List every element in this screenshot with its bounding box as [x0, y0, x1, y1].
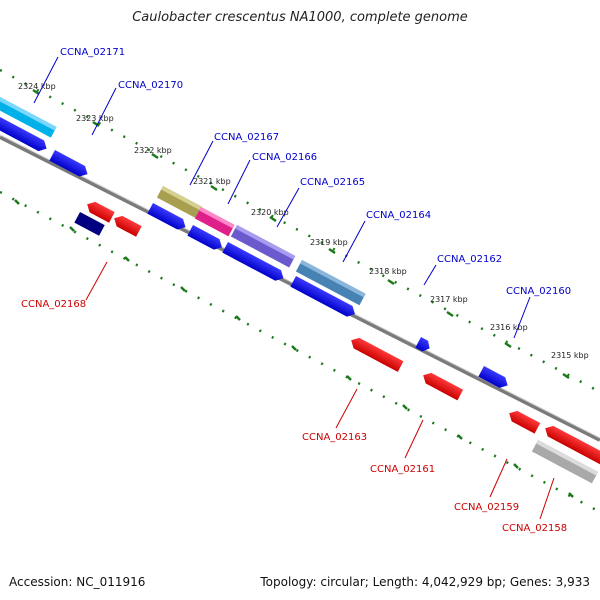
gene-block-navy[interactable]: [74, 212, 105, 236]
gene-arrow-forward[interactable]: [147, 203, 188, 232]
kbp-label: 2322 kbp: [134, 146, 172, 155]
ruler-ticks-inner: [14, 199, 574, 498]
kbp-label: 2323 kbp: [76, 114, 114, 123]
gene-arrow-forward[interactable]: [187, 225, 224, 252]
gene-label-top[interactable]: CCNA_02171: [60, 47, 125, 58]
gene-arrow-forward[interactable]: [0, 112, 49, 154]
gene-block-grey[interactable]: [531, 440, 599, 484]
gene-block-magenta[interactable]: [194, 207, 235, 237]
gene-label-bottom[interactable]: CCNA_02158: [502, 523, 567, 534]
kbp-label: 2319 kbp: [310, 238, 348, 247]
gene-block-cyan[interactable]: [0, 92, 57, 138]
gene-arrow-reverse[interactable]: [348, 335, 404, 372]
kbp-label: 2318 kbp: [369, 267, 407, 276]
gene-label-top[interactable]: CCNA_02164: [366, 210, 431, 221]
genome-summary-text: Topology: circular; Length: 4,042,929 bp…: [260, 575, 590, 589]
label-leaders-top: [33, 56, 531, 339]
gene-label-top[interactable]: CCNA_02170: [118, 80, 183, 91]
gene-label-bottom[interactable]: CCNA_02161: [370, 464, 435, 475]
ruler-track-inner: [0, 190, 600, 514]
kbp-label: 2320 kbp: [251, 208, 289, 217]
accession-text: Accession: NC_011916: [9, 575, 146, 589]
kbp-label: 2324 kbp: [18, 82, 56, 91]
kbp-label: 2317 kbp: [430, 295, 468, 304]
map-title: Caulobacter crescentus NA1000, complete …: [132, 10, 468, 25]
gene-arrow-forward[interactable]: [290, 276, 357, 319]
gene-arrow-forward[interactable]: [49, 150, 90, 179]
ruler-track-outer: [0, 68, 600, 394]
gene-arrow-reverse[interactable]: [420, 370, 464, 401]
gene-label-bottom[interactable]: CCNA_02159: [454, 502, 519, 513]
gene-label-bottom[interactable]: CCNA_02163: [302, 432, 367, 443]
gene-arrow-reverse[interactable]: [84, 199, 115, 223]
gene-block-steelblue[interactable]: [295, 260, 366, 306]
gene-arrow-reverse[interactable]: [111, 213, 142, 237]
kbp-label: 2321 kbp: [193, 177, 231, 186]
gene-block-purple[interactable]: [230, 225, 296, 268]
gene-features: [0, 92, 600, 484]
gene-arrow-reverse[interactable]: [542, 423, 600, 467]
kbp-label: 2315 kbp: [551, 351, 589, 360]
label-leaders-bottom: [85, 261, 555, 520]
gene-label-top[interactable]: CCNA_02166: [252, 152, 317, 163]
gene-arrow-forward[interactable]: [478, 366, 510, 391]
kbp-label: 2316 kbp: [490, 323, 528, 332]
gene-arrow-forward[interactable]: [415, 337, 432, 354]
gene-label-top[interactable]: CCNA_02160: [506, 286, 571, 297]
gene-arrow-forward[interactable]: [222, 242, 286, 284]
gene-arrow-reverse[interactable]: [506, 408, 541, 434]
ruler-ticks-outer: [32, 88, 570, 380]
gene-label-bottom[interactable]: CCNA_02168: [21, 299, 86, 310]
gene-label-top[interactable]: CCNA_02167: [214, 132, 279, 143]
gene-label-top[interactable]: CCNA_02162: [437, 254, 502, 265]
gene-label-top[interactable]: CCNA_02165: [300, 177, 365, 188]
gene-block-olive[interactable]: [156, 186, 202, 219]
